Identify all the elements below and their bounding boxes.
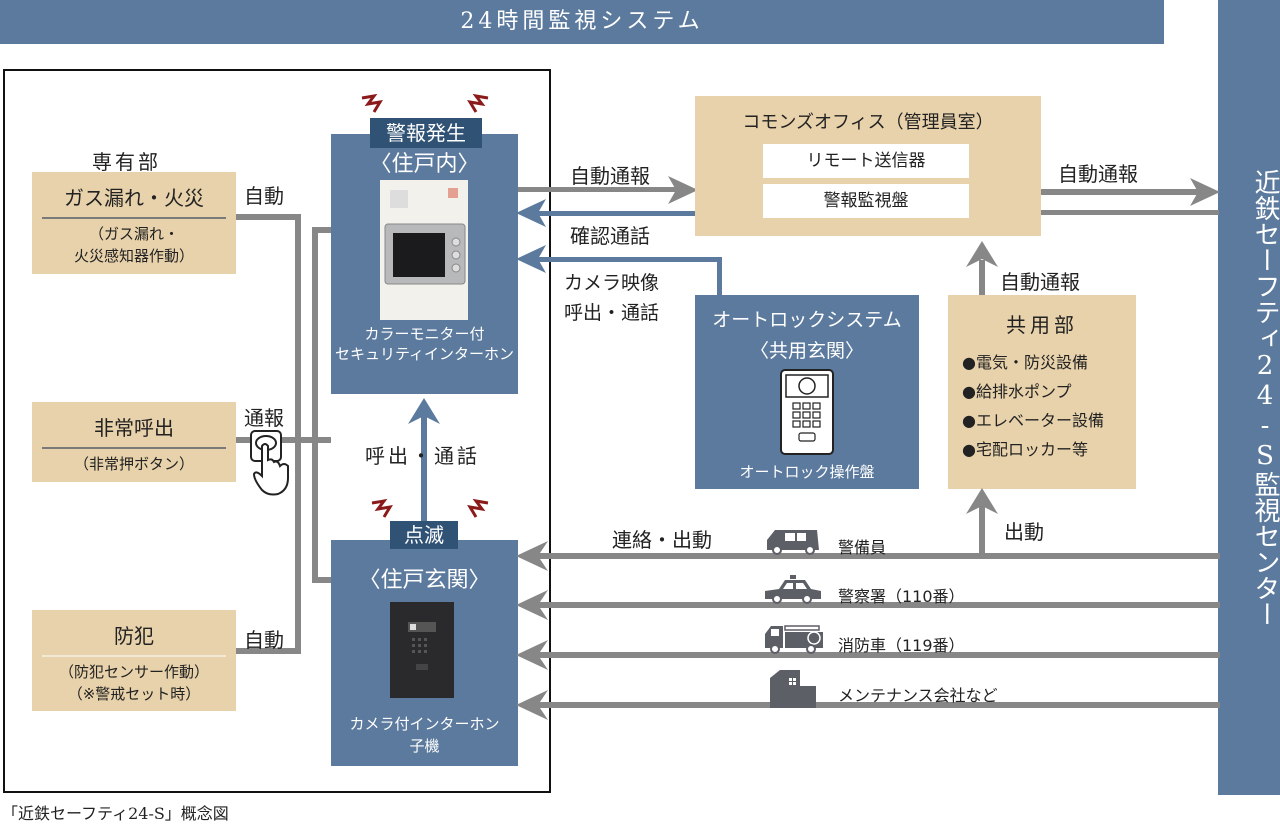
connector-line bbox=[235, 437, 331, 443]
auto-report-line bbox=[518, 187, 678, 192]
crime-prevention-link-label: 自動 bbox=[244, 628, 284, 652]
arrow-left-icon bbox=[516, 640, 548, 670]
connector-line bbox=[295, 214, 301, 654]
commons-office-box: コモンズオフィス（管理員室） リモート送信器 警報監視盤 bbox=[695, 96, 1041, 236]
gas-fire-source-box: ガス漏れ・火災 （ガス漏れ・ 火災感知器作動） bbox=[32, 172, 236, 274]
crime-prevention-title: 防犯 bbox=[114, 624, 154, 648]
emergency-call-source-box: 非常呼出 （非常押ボタン） bbox=[32, 402, 236, 482]
alert-spark-icon bbox=[361, 93, 489, 113]
blink-spark-icon bbox=[371, 498, 489, 518]
emergency-call-title: 非常呼出 bbox=[94, 416, 174, 440]
van-icon bbox=[767, 530, 819, 555]
crime-prevention-subtitle: （防犯センサー作動） （※警戒セット時） bbox=[58, 663, 209, 703]
emergency-call-link-label: 通報 bbox=[244, 406, 284, 430]
blink-badge: 点滅 bbox=[390, 521, 458, 549]
system-title-bar: 24時間監視システム bbox=[0, 0, 1164, 44]
indoor-unit-caption: カラーモニター付 セキュリティインターホン bbox=[334, 325, 515, 363]
alarm-monitor-panel: 警報監視盤 bbox=[763, 184, 969, 218]
responder-line bbox=[530, 553, 1220, 559]
common-area-list: ●電気・防災設備 ●給排水ポンプ ●エレベーター設備 ●宅配ロッカー等 bbox=[962, 348, 1136, 464]
auto-report-label: 自動通報 bbox=[570, 164, 650, 188]
door-camera-intercom-icon bbox=[390, 602, 454, 698]
arrow-left-icon bbox=[516, 245, 546, 273]
arrow-up-icon bbox=[966, 488, 998, 514]
autolock-box: オートロックシステム 〈共用玄関〉 オートロック操作盤 bbox=[695, 295, 919, 489]
common-area-box: 共用部 ●電気・防災設備 ●給排水ポンプ ●エレベーター設備 ●宅配ロッカー等 bbox=[948, 295, 1136, 489]
arrow-left-icon bbox=[516, 690, 548, 720]
arrow-right-icon bbox=[668, 176, 698, 204]
arrow-left-icon bbox=[516, 199, 546, 227]
color-monitor-intercom-icon bbox=[380, 180, 468, 320]
common-area-heading: 共用部 bbox=[1006, 313, 1078, 337]
dwelling-unit-frame bbox=[3, 69, 551, 793]
arrow-up-icon bbox=[408, 398, 440, 424]
divider bbox=[42, 655, 226, 657]
common-area-item: ●電気・防災設備 bbox=[962, 353, 1088, 372]
responder-line bbox=[530, 652, 1220, 658]
door-location-label: 〈住戸玄関〉 bbox=[358, 568, 491, 593]
push-button-icon bbox=[250, 430, 289, 496]
common-area-item: ●宅配ロッカー等 bbox=[962, 440, 1088, 459]
responder-line bbox=[530, 702, 1220, 708]
door-unit-caption: カメラ付インターホン 子機 bbox=[349, 715, 500, 755]
office-out-label: 自動通報 bbox=[1058, 162, 1138, 186]
arrow-up-icon bbox=[966, 241, 998, 267]
autolock-panel-icon bbox=[780, 369, 834, 455]
divider bbox=[42, 217, 226, 219]
call-arrow-line bbox=[421, 412, 427, 522]
common-area-item: ●給排水ポンプ bbox=[962, 382, 1072, 401]
responder-line bbox=[530, 602, 1220, 608]
private-area-heading: 専有部 bbox=[92, 150, 161, 174]
connector-line bbox=[235, 214, 301, 220]
crime-prevention-source-box: 防犯 （防犯センサー作動） （※警戒セット時） bbox=[32, 610, 236, 711]
diagram-caption: 「近鉄セーフティ24-S」概念図 bbox=[2, 804, 229, 823]
common-up-label: 自動通報 bbox=[1000, 270, 1080, 294]
responder-name: 警察署（110番） bbox=[838, 587, 965, 606]
divider bbox=[42, 447, 226, 449]
responder-name: 消防車（119番） bbox=[838, 636, 965, 655]
office-to-center-line bbox=[1041, 189, 1201, 195]
building-icon bbox=[770, 670, 816, 708]
connector-line bbox=[312, 577, 332, 583]
autolock-caption: オートロック操作盤 bbox=[739, 463, 875, 481]
monitoring-center-label: 近鉄セーフティ24-S監視センター bbox=[1250, 169, 1280, 627]
responder-name: 警備員 bbox=[838, 538, 887, 557]
center-to-office-line bbox=[1041, 210, 1219, 215]
confirm-call-line bbox=[530, 211, 696, 216]
connector-line bbox=[312, 227, 332, 233]
monitoring-center-bar bbox=[1218, 0, 1280, 795]
call-talk-label: 呼出・通話 bbox=[365, 444, 480, 468]
common-to-office-line bbox=[979, 260, 985, 296]
common-area-item: ●エレベーター設備 bbox=[962, 411, 1104, 430]
connector-line bbox=[312, 227, 318, 583]
dispatch-up-line bbox=[979, 505, 985, 557]
camera-line bbox=[717, 257, 722, 297]
office-title: コモンズオフィス（管理員室） bbox=[742, 112, 994, 133]
camera-call-label: カメラ映像 呼出・通話 bbox=[564, 272, 660, 324]
gas-fire-title: ガス漏れ・火災 bbox=[64, 186, 204, 210]
arrow-right-icon bbox=[1190, 178, 1220, 206]
emergency-call-subtitle: （非常押ボタン） bbox=[73, 455, 194, 473]
confirm-call-label: 確認通話 bbox=[570, 224, 650, 248]
gas-fire-link-label: 自動 bbox=[244, 184, 284, 208]
responder-name: メンテナンス会社など bbox=[838, 686, 998, 705]
arrow-left-icon bbox=[516, 541, 548, 571]
dispatch-label: 出動 bbox=[1004, 520, 1044, 544]
camera-line bbox=[530, 257, 722, 262]
remote-transmitter: リモート送信器 bbox=[763, 144, 969, 178]
responders-label: 連絡・出動 bbox=[612, 528, 712, 552]
gas-fire-subtitle: （ガス漏れ・ 火災感知器作動） bbox=[73, 225, 194, 265]
alarm-badge: 警報発生 bbox=[370, 118, 482, 148]
fire-truck-icon bbox=[765, 625, 823, 654]
arrow-left-icon bbox=[516, 590, 548, 620]
indoor-location-label: 〈住戸内〉 bbox=[369, 152, 480, 177]
police-car-icon bbox=[765, 575, 821, 604]
autolock-location: 〈共用玄関〉 bbox=[749, 340, 864, 362]
autolock-title: オートロックシステム bbox=[712, 309, 902, 331]
connector-line bbox=[235, 648, 301, 654]
